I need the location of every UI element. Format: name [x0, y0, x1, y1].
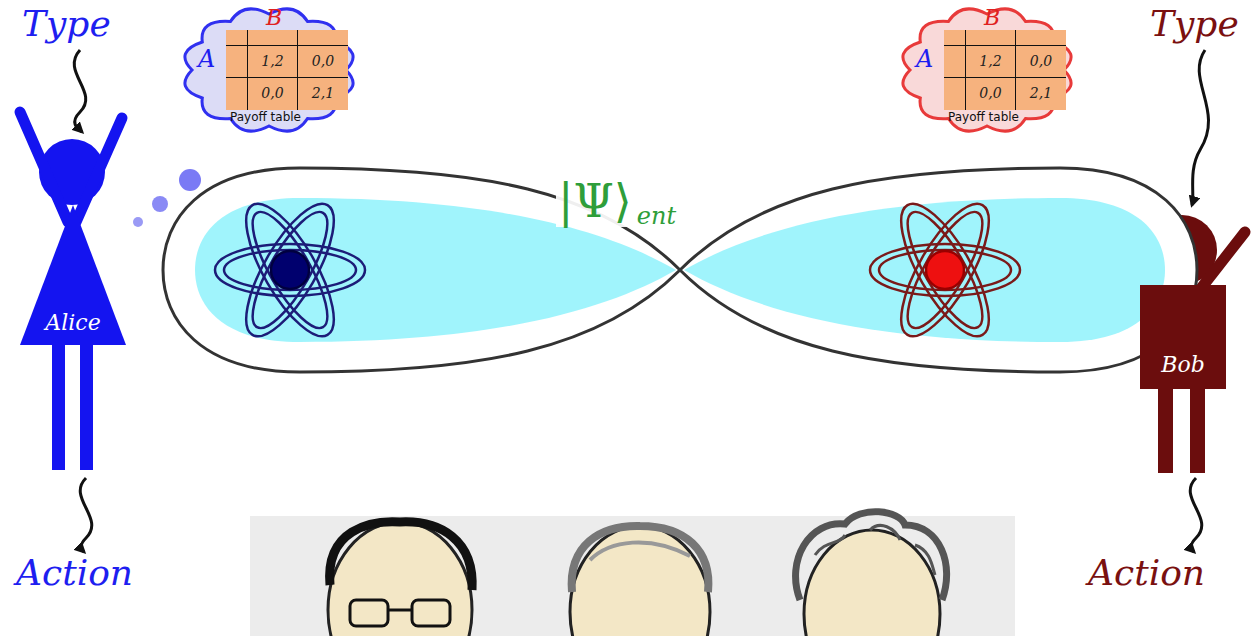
player-label: B	[266, 6, 282, 30]
stage-label: Type	[1150, 4, 1239, 44]
table-cell	[298, 30, 348, 46]
alice-arm	[20, 112, 68, 222]
figure-body: Bob	[1140, 285, 1226, 389]
wavy-arrow	[74, 50, 86, 132]
table-cell-text: 1,2	[261, 54, 283, 69]
atom	[215, 192, 365, 348]
alice-arm	[76, 118, 122, 222]
table-cell: 1,2	[966, 46, 1016, 78]
thought-dot	[152, 196, 168, 212]
thought-bubble: B A Payoff table 1,2 0,0 0,0 2,1	[898, 2, 1076, 138]
atom	[870, 192, 1020, 348]
table-cell: 2,1	[298, 78, 348, 110]
table-cell-text: 2,1	[312, 86, 334, 101]
state-ket: |Ψ⟩	[556, 176, 634, 227]
bob-leg	[1190, 385, 1205, 473]
laureate-portrait	[250, 512, 1015, 636]
table-cell-text: 1,2	[979, 54, 1001, 69]
wavy-arrow	[1190, 478, 1202, 552]
table-cell-text: 0,0	[979, 86, 1001, 101]
table-cell: 0,0	[298, 46, 348, 78]
wavy-arrow	[1192, 50, 1209, 205]
thought-dot	[179, 169, 201, 191]
table-cell-text: 0,0	[1030, 54, 1052, 69]
table-caption: Payoff table	[948, 111, 1019, 124]
table-caption: Payoff table	[230, 111, 301, 124]
table-cell	[944, 46, 966, 78]
table-cell	[226, 30, 248, 46]
player-label: A	[198, 46, 215, 72]
thought-bubble: B A Payoff table 1,2 0,0 0,0 2,1	[180, 2, 358, 138]
table-cell	[944, 78, 966, 110]
table-cell: 0,0	[1016, 46, 1066, 78]
table-cell-text: 2,1	[1030, 86, 1052, 101]
entanglement-glow	[684, 198, 1165, 342]
table-cell-text: 0,0	[312, 54, 334, 69]
torso-shape	[1140, 285, 1226, 389]
table-cell	[226, 46, 248, 78]
dress-shape	[20, 205, 126, 345]
infinity-loop	[163, 168, 1197, 372]
table-cell	[226, 78, 248, 110]
player-name: Alice	[45, 311, 100, 335]
alice-leg	[80, 340, 93, 470]
table-cell: 0,0	[966, 78, 1016, 110]
payoff-table: 1,2 0,0 0,0 2,1	[944, 30, 1066, 110]
state-subscript: ent	[635, 203, 678, 229]
table-cell	[1016, 30, 1066, 46]
stage-label: Action	[16, 553, 133, 593]
stage-label: Action	[1088, 553, 1205, 593]
table-cell: 1,2	[248, 46, 298, 78]
bob-leg	[1158, 385, 1173, 473]
table-cell: 2,1	[1016, 78, 1066, 110]
table-cell-text: 0,0	[261, 86, 283, 101]
table-cell	[944, 30, 966, 46]
figure-body: Alice	[20, 205, 126, 345]
table-cell	[966, 30, 1016, 46]
stage-label: Type	[22, 4, 111, 44]
table-cell	[248, 30, 298, 46]
thought-dot	[133, 217, 143, 227]
player-label: A	[916, 46, 933, 72]
payoff-table: 1,2 0,0 0,0 2,1	[226, 30, 348, 110]
wavy-arrow	[80, 478, 92, 552]
player-label: B	[984, 6, 1000, 30]
player-name: Bob	[1161, 353, 1205, 377]
alice-leg	[52, 340, 65, 470]
table-cell: 0,0	[248, 78, 298, 110]
